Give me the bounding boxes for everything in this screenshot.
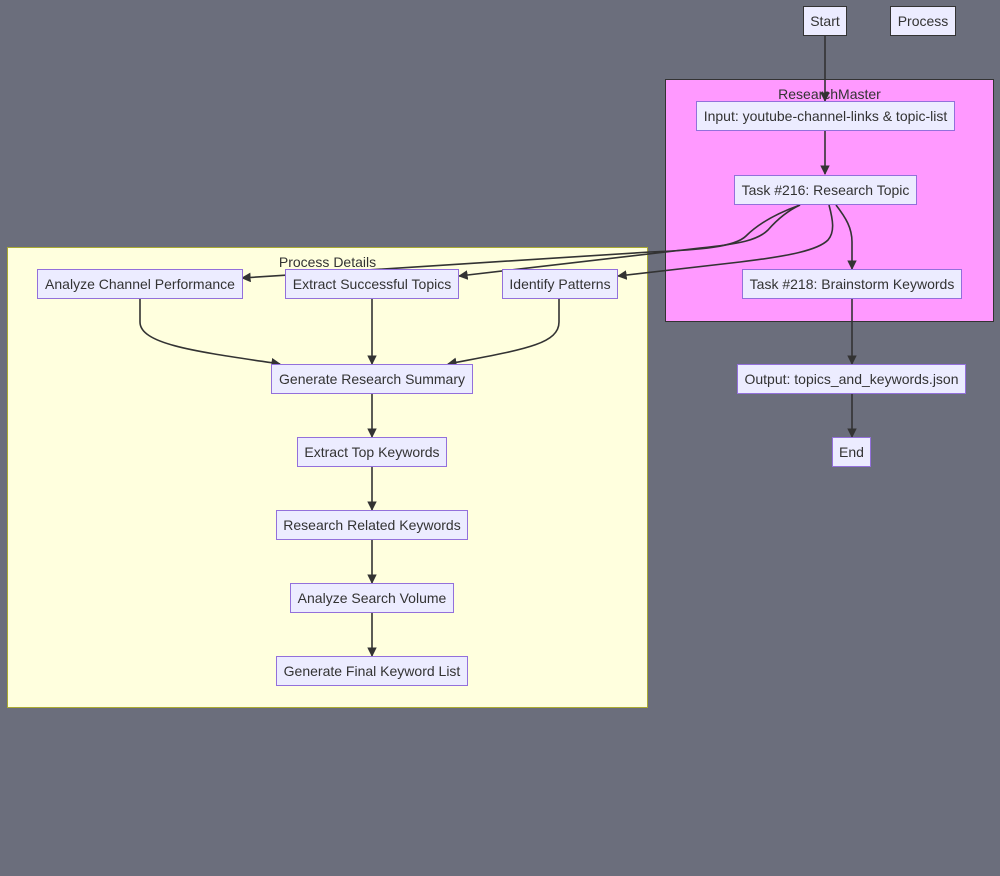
task-218-node: Task #218: Brainstorm Keywords (742, 269, 962, 299)
process-legend-node: Process (890, 6, 956, 36)
end-node: End (832, 437, 871, 467)
generate-summary-node: Generate Research Summary (271, 364, 473, 394)
edge-analyze-summary (139, 299, 281, 368)
output-node: Output: topics_and_keywords.json (737, 364, 966, 394)
edge-identify-summary (447, 299, 560, 368)
edge-task216-task218 (835, 204, 857, 270)
edge-task216-analyze (241, 204, 801, 283)
final-keyword-list-node: Generate Final Keyword List (276, 656, 468, 686)
task-216-node: Task #216: Research Topic (734, 175, 917, 205)
input-node: Input: youtube-channel-links & topic-lis… (696, 101, 955, 131)
edge-task216-identify (617, 204, 834, 280)
extract-topics-node: Extract Successful Topics (285, 269, 459, 299)
edge-task216-extract (458, 204, 801, 280)
identify-patterns-node: Identify Patterns (502, 269, 618, 299)
process-details-cluster: Process Details (7, 247, 648, 708)
analyze-channel-node: Analyze Channel Performance (37, 269, 243, 299)
research-related-node: Research Related Keywords (276, 510, 468, 540)
process-details-title: Process Details (278, 254, 377, 270)
extract-keywords-node: Extract Top Keywords (297, 437, 447, 467)
analyze-volume-node: Analyze Search Volume (290, 583, 454, 613)
start-node: Start (803, 6, 847, 36)
